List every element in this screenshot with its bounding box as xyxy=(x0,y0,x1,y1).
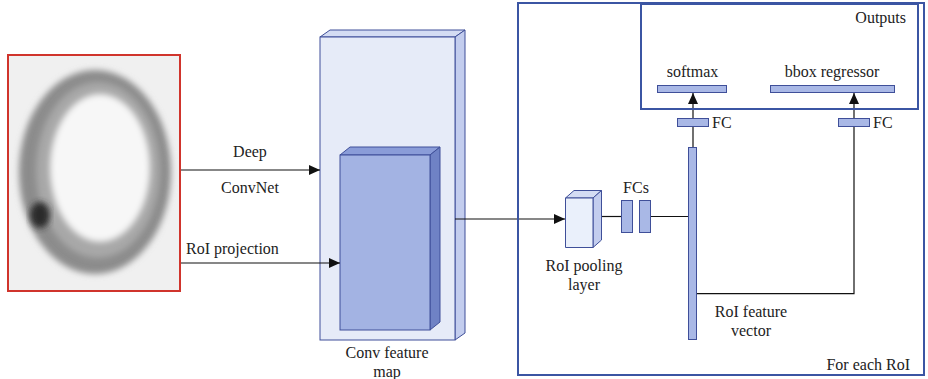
label-holder: Deep ConvNet xyxy=(200,134,300,206)
node-label: RoI pooling layer xyxy=(538,256,630,294)
node-label: bbox regressor xyxy=(762,62,902,81)
text-holder: FCs xyxy=(612,178,660,197)
text-holder: FC xyxy=(873,113,899,132)
feature-map-face xyxy=(320,37,455,340)
text-holder: FC xyxy=(712,113,738,132)
softmax-output: softmax xyxy=(650,58,735,95)
layer-bar xyxy=(657,85,727,93)
text-holder: Conv feature map xyxy=(337,343,437,379)
convnet-arrow xyxy=(181,169,320,170)
label-holder: RoI projection xyxy=(186,239,326,258)
fc-layers: FCs xyxy=(612,176,660,236)
text-holder: For each RoI xyxy=(826,355,910,374)
text-holder: RoI pooling layer xyxy=(538,256,630,294)
fc-bar xyxy=(639,200,651,233)
layer-bar xyxy=(677,118,709,127)
flow-arrow xyxy=(602,216,621,217)
node-label: FCs xyxy=(612,178,660,197)
feature-map: Conv feature map xyxy=(315,28,467,375)
node-label: Conv feature map xyxy=(337,343,437,379)
flow-arrow xyxy=(853,93,854,118)
flow-arrow xyxy=(692,93,693,118)
flow-arrow xyxy=(692,127,693,147)
layer-bar xyxy=(688,147,697,340)
node-label: Outputs xyxy=(855,8,906,27)
flow-arrow xyxy=(455,218,565,219)
roi-pooling-layer: RoI pooling layer xyxy=(538,188,630,303)
fc-layer: FC xyxy=(835,112,899,136)
projection-arrow xyxy=(181,262,340,263)
pooling-block-shape xyxy=(565,190,602,248)
fc-bars xyxy=(621,200,651,233)
operation-label: RoI projection xyxy=(186,239,279,258)
flow-arrow xyxy=(651,216,688,217)
feature-map-slab xyxy=(320,30,465,340)
text-holder: softmax xyxy=(650,62,735,81)
text-holder: RoI feature vector xyxy=(703,302,799,340)
fc-bar xyxy=(621,200,633,233)
input-image xyxy=(8,55,180,291)
text-holder: Outputs xyxy=(855,8,906,27)
operation-label: Deep ConvNet xyxy=(221,134,279,206)
roi-region: For each RoI Outputs softmax bbox regressor… xyxy=(517,2,925,376)
roi-feature-vector: RoI feature vector xyxy=(686,145,806,343)
node-label: For each RoI xyxy=(826,355,910,374)
layer-bar xyxy=(838,118,870,127)
flow-arrow xyxy=(697,127,854,294)
fc-layer: FC xyxy=(674,112,738,136)
node-label: FC xyxy=(873,113,899,132)
bbox-output: bbox regressor xyxy=(762,58,902,95)
text-holder: bbox regressor xyxy=(762,62,902,81)
pooling-block xyxy=(565,190,602,248)
node-label: softmax xyxy=(650,62,735,81)
outputs-box: Outputs softmax bbox regressor xyxy=(640,3,919,110)
node-label: RoI feature vector xyxy=(703,302,799,340)
layer-bar xyxy=(770,85,895,93)
node-label: FC xyxy=(712,113,738,132)
